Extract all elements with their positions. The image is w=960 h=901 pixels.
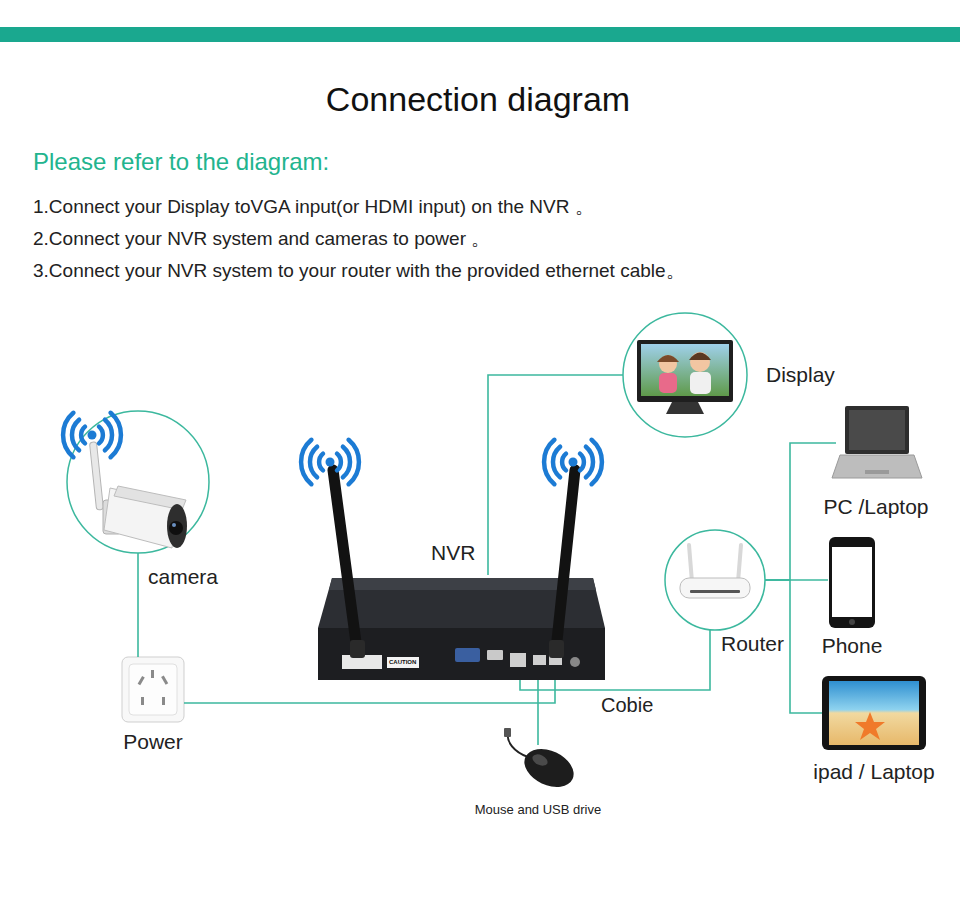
laptop-picture: [845, 406, 909, 454]
camera-node: camera: [67, 411, 209, 553]
top-bar: [0, 27, 960, 42]
mouse-picture: [504, 728, 580, 794]
connector-line: [137, 553, 139, 657]
router-node: Router: [665, 530, 765, 630]
socket-picture: [151, 670, 154, 678]
display-picture: [641, 344, 729, 396]
nvr-picture: [549, 640, 564, 658]
tablet-picture: [855, 712, 885, 740]
display-node: Display: [623, 313, 747, 437]
router-picture: [689, 545, 692, 582]
mouse-picture: [531, 752, 550, 768]
camera-picture: [169, 521, 183, 535]
nvr-picture: [533, 655, 546, 665]
highlight-circles: [665, 530, 765, 630]
camera-picture: [172, 523, 176, 527]
node-label: PC /Laptop: [823, 495, 928, 519]
nvr-picture: [329, 578, 596, 590]
display-picture: [690, 352, 710, 372]
router-picture: [690, 590, 740, 593]
socket-picture: [129, 664, 177, 715]
wifi-symbol: [544, 440, 602, 484]
phone-node: Phone: [828, 536, 876, 628]
power-node: Power: [122, 657, 184, 722]
node-label: ipad / Laptop: [813, 760, 934, 784]
socket-picture: [122, 657, 184, 722]
laptop-picture: [865, 470, 889, 474]
subheading: Please refer to the diagram:: [33, 148, 329, 176]
nvr-picture: [570, 657, 580, 667]
display-picture: [637, 340, 733, 402]
tablet-picture: [829, 681, 919, 745]
node-label: NVR: [431, 541, 475, 565]
diagram-title: Connection diagram: [0, 80, 956, 119]
laptop-picture: [832, 406, 922, 478]
connector-line: [488, 375, 623, 575]
phone-picture: [829, 537, 875, 628]
phone-picture: [832, 547, 872, 617]
display-picture: [690, 372, 711, 394]
wifi-symbol: [301, 440, 359, 484]
node-label: Router: [721, 632, 784, 656]
nvr-node: NVR: [318, 575, 605, 680]
warning-sticker-text: CAUTION: [389, 658, 416, 666]
tablet-node: ipad / Laptop: [822, 676, 926, 750]
camera-picture: [89, 442, 187, 548]
nvr-picture: [387, 657, 419, 668]
highlight-circles: [67, 411, 209, 553]
highlight-circles: [67, 313, 765, 630]
nvr-picture: [455, 648, 480, 662]
nvr-picture: [350, 640, 365, 658]
camera-picture: [167, 504, 187, 548]
nvr-picture: [333, 470, 357, 650]
router-picture: [738, 545, 741, 582]
display-picture: [659, 373, 677, 393]
highlight-circles: [623, 313, 747, 437]
nvr-picture: [487, 650, 503, 660]
display-picture: [666, 402, 704, 414]
connector-line: [520, 630, 710, 690]
laptop-picture: [832, 455, 922, 478]
instruction-text: 2.Connect your NVR system and cameras to…: [33, 226, 490, 252]
mouse-picture: [504, 728, 511, 737]
connector-label: Cobie: [598, 694, 656, 717]
tablet-picture: [822, 676, 926, 750]
node-label: camera: [148, 565, 218, 589]
router-picture: [680, 578, 750, 598]
socket-picture: [122, 657, 184, 722]
router-picture: [680, 545, 750, 598]
pc-node: PC /Laptop: [836, 405, 916, 483]
node-label: Power: [123, 730, 183, 754]
connector-line: [537, 680, 539, 745]
camera-picture: [89, 442, 103, 510]
display-picture: [657, 355, 679, 362]
nvr-picture: [510, 653, 526, 667]
display-picture: [689, 353, 711, 361]
socket-picture: [138, 676, 145, 685]
instruction-text: 1.Connect your Display toVGA input(or HD…: [33, 194, 594, 220]
nvr-picture: [556, 470, 575, 650]
laptop-picture: [849, 410, 905, 450]
mouse-picture: [518, 742, 579, 795]
instruction-text: 3.Connect your NVR system to your router…: [33, 258, 685, 284]
socket-picture: [141, 697, 144, 705]
mouse-node: Mouse and USB drive: [500, 745, 576, 790]
phone-picture: [829, 537, 875, 628]
phone-picture: [849, 619, 855, 625]
wifi-symbol: [63, 413, 121, 457]
connector-line: [184, 680, 555, 703]
top-bar: [0, 27, 960, 42]
tablet-picture: [822, 676, 926, 750]
socket-picture: [161, 676, 168, 685]
nvr-picture: [318, 470, 605, 680]
node-label: Display: [766, 363, 835, 387]
socket-picture: [162, 697, 165, 705]
node-label: Mouse and USB drive: [475, 802, 601, 818]
display-picture: [637, 340, 733, 414]
node-label: Phone: [822, 634, 883, 658]
